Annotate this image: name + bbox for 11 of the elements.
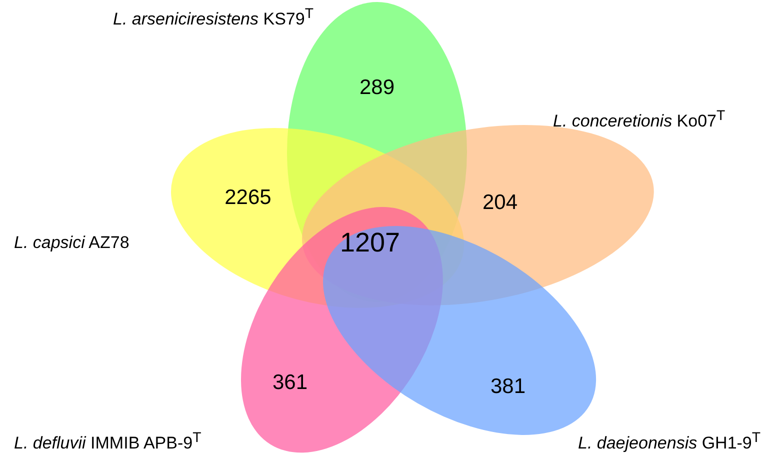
- strain-label: L. daejeonensis GH1-9$^{T}$: [578, 430, 761, 454]
- unique-gene-count: 361: [272, 370, 308, 395]
- strain-label: L. conceretionis Ko07$^{T}$: [553, 108, 726, 132]
- strain-label: L. defluvii IMMIB APB-9$^{T}$: [14, 430, 202, 454]
- unique-gene-count: 204: [482, 190, 518, 215]
- strain-label: L. arseniciresistens KS79$^{T}$: [113, 6, 314, 30]
- unique-gene-count: 2265: [224, 186, 272, 210]
- strain-label: L. capsici AZ78: [14, 233, 130, 253]
- core-gene-count: 1207: [340, 228, 400, 258]
- unique-gene-count: 381: [490, 374, 526, 399]
- unique-gene-count: 289: [359, 76, 395, 100]
